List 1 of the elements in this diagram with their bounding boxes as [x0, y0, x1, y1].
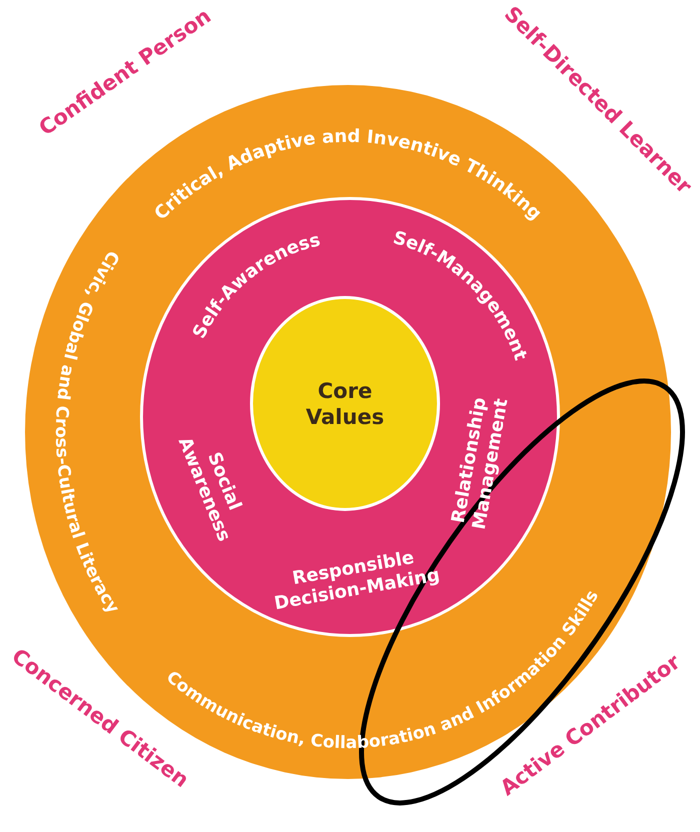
core-label: Core Values: [304, 377, 386, 430]
